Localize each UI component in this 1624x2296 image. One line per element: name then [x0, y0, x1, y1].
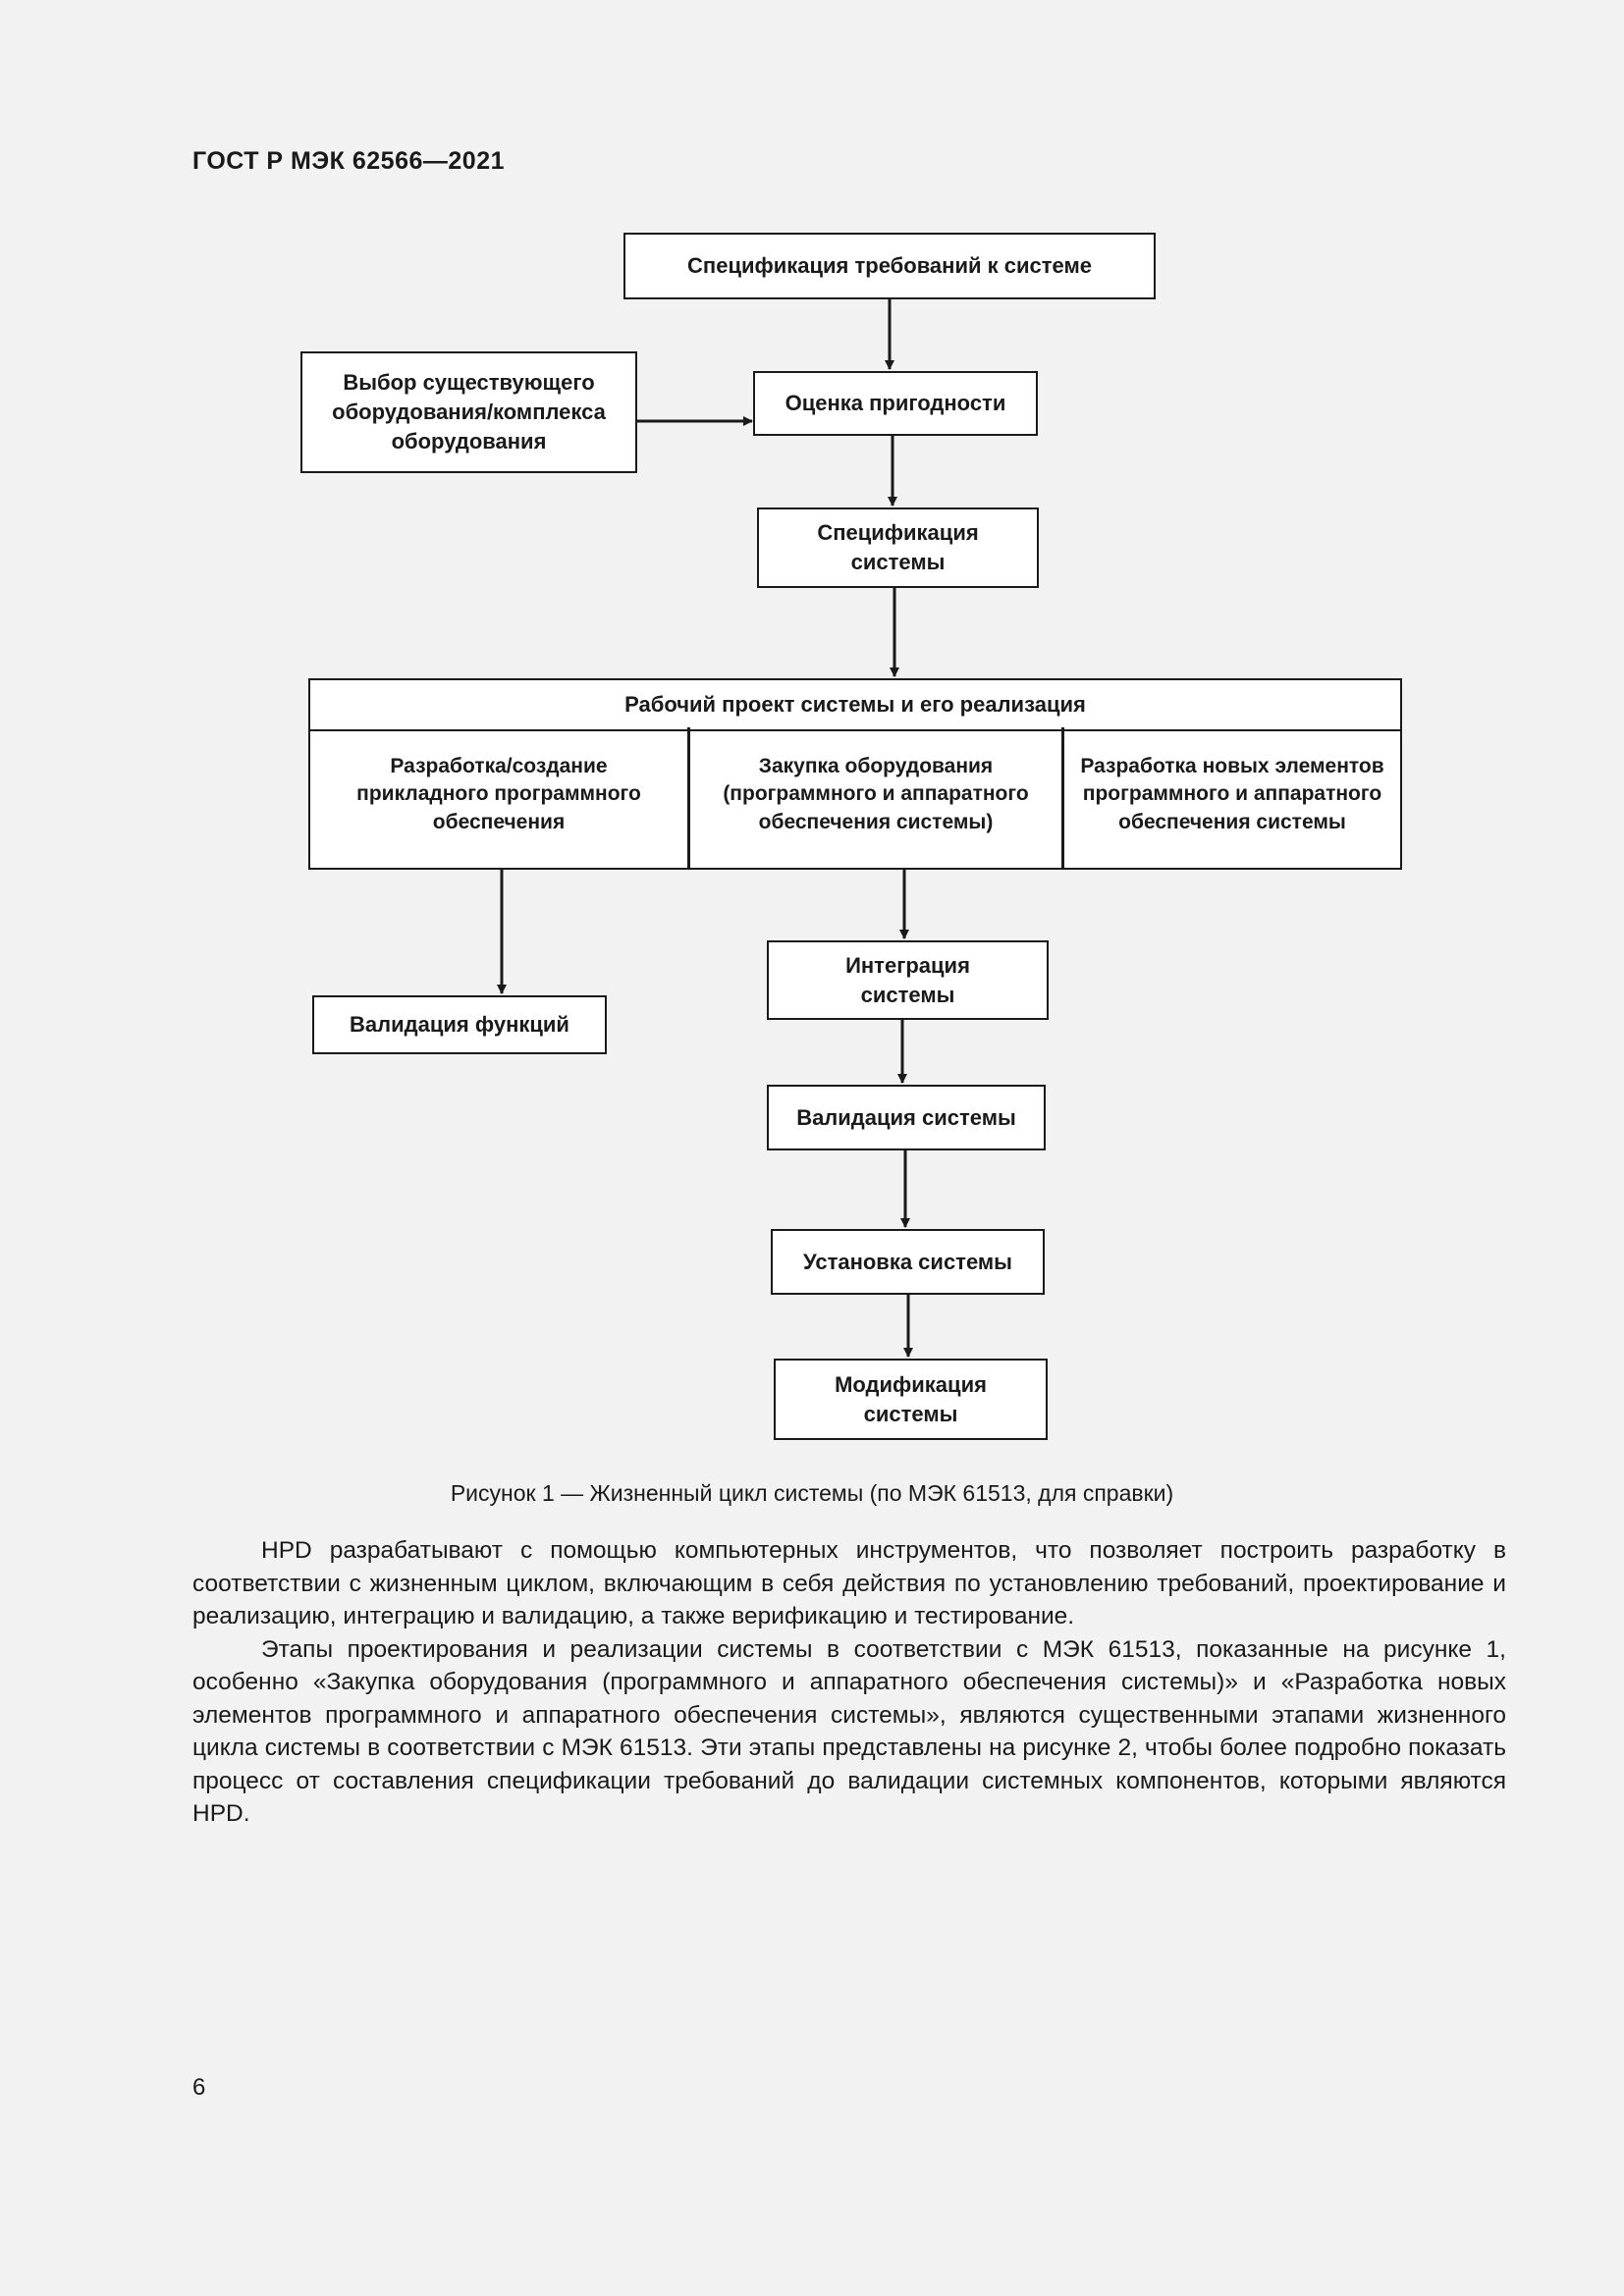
node-spec-requirements: Спецификация требований к системе — [623, 233, 1156, 299]
document-header: ГОСТ Р МЭК 62566—2021 — [192, 147, 506, 175]
node-suitability: Оценка пригодности — [753, 371, 1038, 436]
work-project-title: Рабочий проект системы и его реализация — [310, 680, 1400, 731]
cell-procurement: Закупка оборудования (программного и апп… — [723, 755, 1029, 833]
node-select-existing: Выбор существующего оборудования/комплек… — [300, 351, 637, 473]
page-number: 6 — [192, 2074, 206, 2101]
body-text: HPD разрабатывают с помощью компьютерных… — [192, 1534, 1506, 1831]
paragraph-2: Этапы проектирования и реализации систем… — [192, 1635, 1506, 1828]
cell-dev-app: Разработка/создание прикладного программ… — [356, 755, 641, 833]
node-validation-system: Валидация системы — [767, 1085, 1046, 1150]
node-validation-functions: Валидация функций — [312, 995, 607, 1054]
node-work-project: Рабочий проект системы и его реализация — [308, 678, 1402, 870]
figure-caption: Рисунок 1 — Жизненный цикл системы (по М… — [450, 1480, 1174, 1506]
node-installation: Установка системы — [771, 1229, 1045, 1295]
cell-dev-new: Разработка новых элементов программного … — [1080, 755, 1384, 833]
node-modification: Модификация системы — [774, 1359, 1048, 1440]
lifecycle-diagram: Спецификация требований к системе Выбор … — [300, 233, 1402, 1440]
paragraph-1: HPD разрабатывают с помощью компьютерных… — [192, 1537, 1506, 1629]
diagram-arrows — [497, 298, 913, 1358]
divider-1 — [687, 727, 690, 869]
divider-2 — [1061, 727, 1064, 869]
node-integration: Интеграция системы — [767, 940, 1049, 1020]
node-system-spec: Спецификация системы — [757, 507, 1039, 588]
